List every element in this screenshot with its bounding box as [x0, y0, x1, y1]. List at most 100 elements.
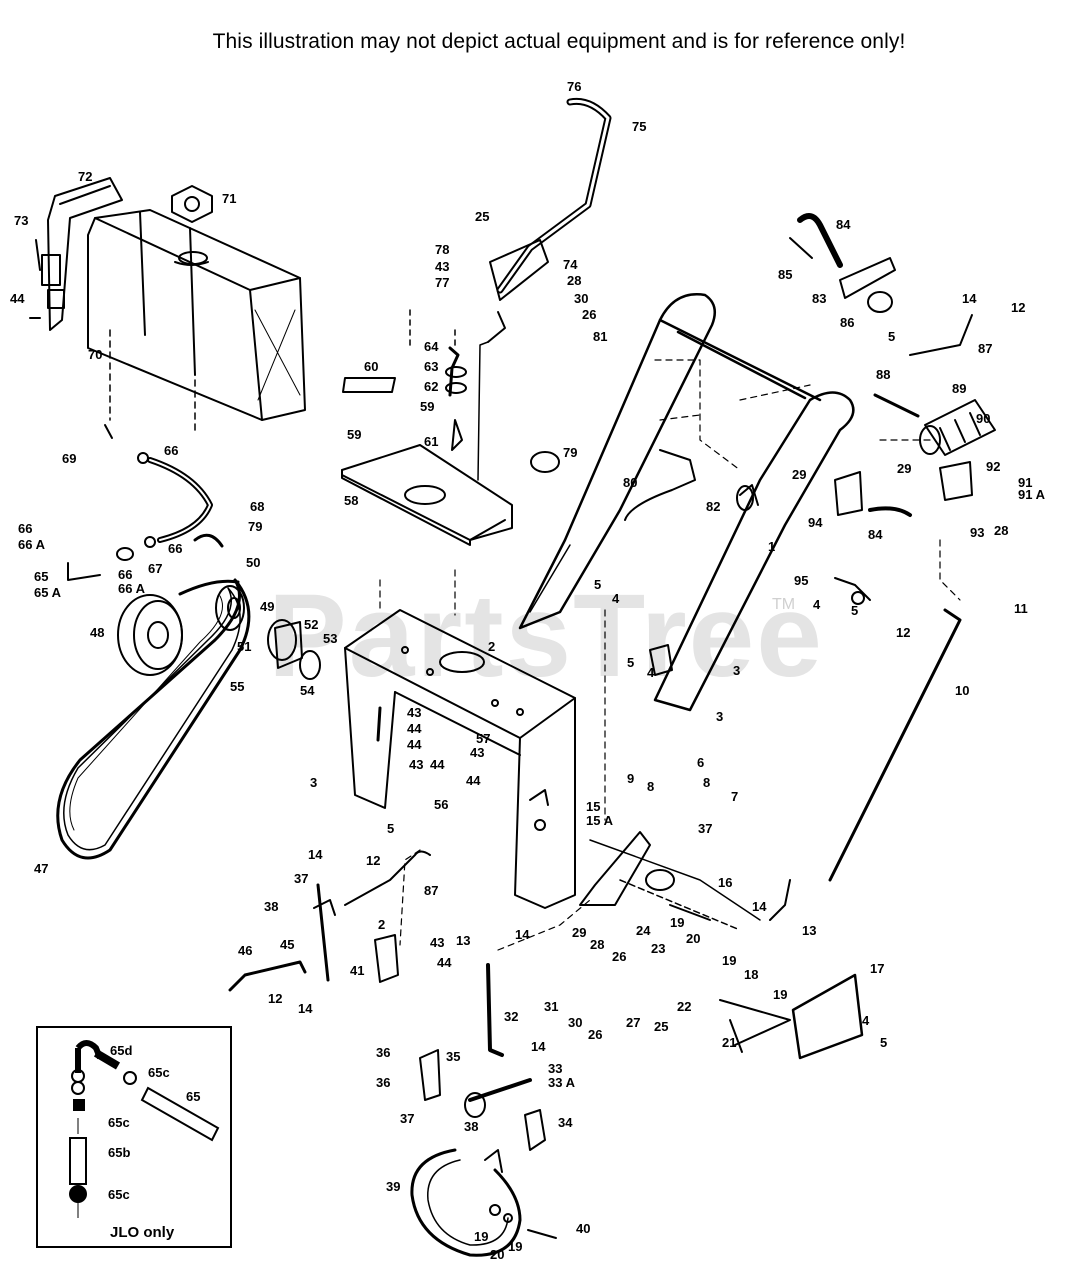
callout-label: 28 — [994, 523, 1009, 538]
callout-label: 44 — [430, 757, 445, 772]
main-frame — [344, 609, 576, 909]
callout-label: 92 — [986, 459, 1001, 474]
callout-label: 16 — [718, 875, 733, 890]
callout-label: 60 — [364, 359, 379, 374]
callout-label: 11 — [1014, 601, 1028, 616]
callout-label: 29 — [792, 467, 807, 482]
callout-label: 65c — [148, 1065, 170, 1080]
callout-label: 26 — [582, 307, 597, 322]
shift-rod-upper — [477, 97, 612, 481]
callout-label: 66 A — [18, 537, 45, 552]
lower-linkage — [579, 831, 864, 1060]
callout-label: 87 — [424, 883, 439, 898]
callout-label: 24 — [636, 923, 651, 938]
callout-label: 83 — [812, 291, 827, 306]
callout-label: 89 — [952, 381, 967, 396]
callout-label: 37 — [294, 871, 309, 886]
callout-label: 19 — [508, 1239, 523, 1254]
fuel-line — [67, 329, 224, 581]
callout-label: 57 — [476, 731, 491, 746]
callout-label: 14 — [308, 847, 323, 862]
callout-label: 43 — [435, 259, 450, 274]
callout-label: 67 — [148, 561, 163, 576]
jlo-inset-box: JLO only — [36, 1026, 232, 1248]
callout-label: 4 — [813, 597, 821, 612]
bolt-73 — [29, 239, 41, 319]
callout-label: 5 — [594, 577, 602, 592]
callout-label: 26 — [588, 1027, 603, 1042]
callout-label: 36 — [376, 1075, 391, 1090]
callout-label: 3 — [716, 709, 724, 724]
callout-label: 9 — [627, 771, 635, 786]
band-clamp-39 — [410, 1148, 557, 1257]
callout-label: 68 — [250, 499, 265, 514]
callout-label: 58 — [344, 493, 359, 508]
callout-label: 43 — [470, 745, 485, 760]
callout-label: 87 — [978, 341, 993, 356]
callout-label: 2 — [378, 917, 386, 932]
callout-label: 52 — [304, 617, 319, 632]
callout-label: 27 — [626, 1015, 641, 1030]
callout-label: 66 — [164, 443, 179, 458]
callout-label: 56 — [434, 797, 449, 812]
callout-label: 44 — [10, 291, 25, 306]
callout-label: 51 — [237, 639, 252, 654]
callout-label: 65 A — [34, 585, 61, 600]
callout-label: 81 — [593, 329, 608, 344]
callout-label: 6 — [697, 755, 705, 770]
callout-label: 54 — [300, 683, 315, 698]
shift-rod-32 — [419, 963, 546, 1151]
callout-label: 25 — [475, 209, 490, 224]
callout-label: 66 — [168, 541, 183, 556]
callout-label: 34 — [558, 1115, 573, 1130]
grip-90 — [873, 393, 996, 456]
callout-label: 12 — [268, 991, 283, 1006]
callout-label: 41 — [350, 963, 365, 978]
callout-label: 65 — [34, 569, 49, 584]
callout-label: 32 — [504, 1009, 519, 1024]
callout-label: 48 — [90, 625, 105, 640]
callout-label: 43 — [430, 935, 445, 950]
tank-cap-plate — [171, 185, 213, 223]
trigger-assembly — [530, 449, 973, 605]
callout-label: 84 — [868, 527, 883, 542]
callout-label: 13 — [456, 933, 471, 948]
callout-label: 91 — [1018, 475, 1033, 490]
callout-label: 91 A — [1018, 487, 1045, 502]
callout-label: 29 — [897, 461, 912, 476]
tank-shield — [41, 177, 123, 331]
callout-label: 73 — [14, 213, 29, 228]
callout-label: 38 — [464, 1119, 479, 1134]
callout-label: 86 — [840, 315, 855, 330]
callout-label: 20 — [490, 1247, 505, 1262]
callout-label: 36 — [376, 1045, 391, 1060]
callout-label: 65c — [108, 1115, 130, 1130]
callout-label: 43 — [409, 757, 424, 772]
callout-label: 90 — [976, 411, 991, 426]
callout-label: 65c — [108, 1187, 130, 1202]
callout-label: 30 — [574, 291, 589, 306]
callout-label: 82 — [706, 499, 721, 514]
callout-label: 79 — [563, 445, 578, 460]
watermark: PartsTree — [268, 570, 824, 702]
callout-label: 65b — [108, 1145, 131, 1160]
callout-label: 45 — [280, 937, 295, 952]
fuel-tank — [87, 209, 306, 421]
callout-label: 33 A — [548, 1075, 575, 1090]
callout-label: 19 — [722, 953, 737, 968]
callout-label: 84 — [836, 217, 851, 232]
callout-label: 14 — [752, 899, 767, 914]
callout-label: 8 — [647, 779, 655, 794]
callout-label: 20 — [686, 931, 701, 946]
callout-label: 4 — [862, 1013, 870, 1028]
callout-label: 55 — [230, 679, 245, 694]
callout-label: 23 — [651, 941, 666, 956]
callout-label: 31 — [544, 999, 559, 1014]
callout-label: 66 — [118, 567, 133, 582]
callout-label: 76 — [567, 79, 582, 94]
callout-label: 28 — [590, 937, 605, 952]
pulley-49 — [215, 585, 321, 680]
callout-label: 95 — [794, 573, 809, 588]
callout-label: 15 A — [586, 813, 613, 828]
